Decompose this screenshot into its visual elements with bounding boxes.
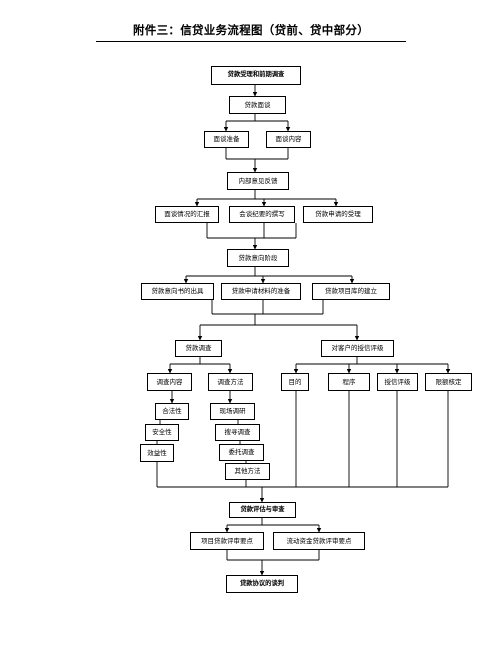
node-project-setup: 贷款项目库的建立 [312, 283, 390, 300]
node-rating: 对客户的授信评级 [321, 340, 394, 357]
node-investigation: 贷款调查 [175, 340, 222, 357]
node-limit: 限额核定 [425, 373, 472, 391]
node-procedure: 程序 [328, 373, 370, 391]
node-project-review: 项目贷款评审要点 [190, 532, 264, 550]
node-interview-prep: 面谈准备 [204, 131, 249, 148]
node-application-accept: 贷款申请的受理 [303, 206, 373, 223]
node-minutes: 会谈纪要的撰写 [229, 206, 295, 223]
node-inv-content: 调查内容 [147, 373, 192, 391]
node-inv-method: 调查方法 [208, 373, 253, 391]
node-negotiation: 贷款协议的谈判 [226, 575, 298, 593]
node-credit-rating: 授信评级 [377, 373, 418, 391]
node-search: 搜寻调查 [215, 424, 260, 441]
node-materials: 贷款申请材料的准备 [221, 283, 301, 300]
node-other: 其他方法 [225, 463, 270, 480]
node-report: 面谈情况的汇报 [155, 206, 219, 223]
page-title: 附件三：信贷业务流程图（贷前、贷中部分） [133, 23, 369, 37]
node-interview: 贷款面谈 [229, 96, 286, 114]
node-entrusted: 委托调查 [219, 444, 264, 461]
node-internal-feedback: 内部意见反馈 [227, 172, 289, 190]
node-profitability: 效益性 [140, 444, 174, 462]
node-acceptance: 贷款受理和前期调查 [211, 66, 301, 85]
node-onsite: 现场调研 [210, 403, 255, 420]
node-liquidity-review: 流动资金贷款评审要点 [273, 532, 365, 550]
title-underline [96, 41, 406, 42]
node-intent-letter: 贷款意向书的出具 [141, 283, 214, 300]
node-legality: 合法性 [155, 403, 189, 420]
node-evaluation: 贷款评估与审查 [229, 502, 296, 518]
node-purpose: 目的 [281, 373, 309, 391]
node-safety: 安全性 [145, 424, 179, 441]
node-intent-stage: 贷款意向阶段 [227, 249, 289, 267]
node-interview-content: 面谈内容 [266, 131, 311, 148]
